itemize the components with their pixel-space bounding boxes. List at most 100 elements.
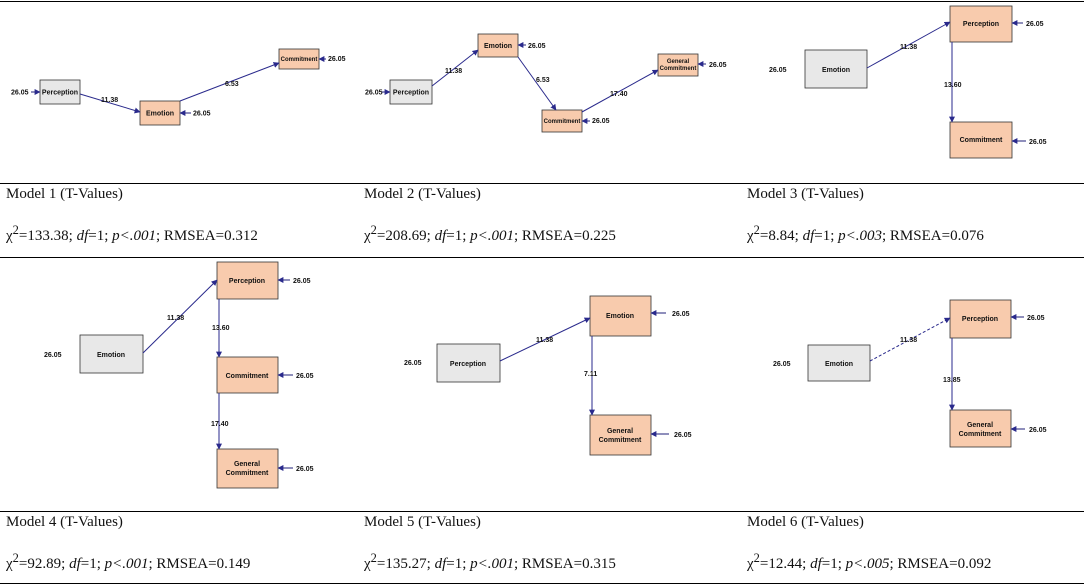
path-value: 11.38 <box>101 97 118 104</box>
path-perception-emotion <box>431 49 479 87</box>
node-general-commitment <box>657 53 699 77</box>
error-perception: 26.05 <box>1027 315 1045 322</box>
error-emotion: 26.05 <box>44 352 62 359</box>
model-4-title: Model 4 (T-Values) <box>6 514 123 530</box>
model-2-diagram: Perception 26.05 Emotion 26.05 Commitmen… <box>365 33 727 133</box>
node-perception <box>949 5 1013 43</box>
error-commitment: 26.05 <box>296 373 314 380</box>
error-emotion: 26.05 <box>769 67 787 74</box>
path-value: 17.40 <box>610 91 628 98</box>
path-emotion-commitment <box>517 56 557 111</box>
path-value: 11.38 <box>167 315 184 322</box>
error-commitment: 26.05 <box>592 118 610 125</box>
node-perception <box>949 299 1012 339</box>
node-emotion <box>804 49 868 89</box>
node-perception <box>436 343 501 383</box>
node-perception-label: Perception <box>42 90 78 97</box>
node-perception-label: Perception <box>229 278 265 285</box>
table-rule-row1 <box>0 183 1084 184</box>
path-commitment-general <box>581 69 659 113</box>
node-perception-label: Perception <box>962 316 998 323</box>
node-emotion-label: Emotion <box>606 313 634 320</box>
node-commitment-label: Commitment <box>960 137 1003 144</box>
model-6-caption: Model 6 (T-Values) χ2=12.44; df=1; p<.00… <box>747 514 991 573</box>
node-commitment-label: Commitment <box>281 57 318 63</box>
node-emotion <box>807 344 871 382</box>
error-general-commitment: 26.05 <box>296 466 314 473</box>
error-perception: 26.05 <box>293 278 311 285</box>
path-value: 11.38 <box>900 337 917 344</box>
error-perception: 26.05 <box>404 360 422 367</box>
model-3-stats: χ2=8.84; df=1; p<.003; RMSEA=0.076 <box>747 223 984 244</box>
error-general-commitment: 26.05 <box>709 62 727 69</box>
path-perception-emotion <box>79 93 141 114</box>
error-commitment: 26.05 <box>1029 139 1047 146</box>
path-emotion-perception <box>869 317 951 362</box>
path-value: 13.85 <box>943 377 961 384</box>
error-emotion: 26.05 <box>672 311 690 318</box>
path-emotion-perception <box>142 279 218 354</box>
node-commitment <box>949 121 1013 159</box>
node-emotion <box>589 295 652 337</box>
model-3-caption: Model 3 (T-Values) χ2=8.84; df=1; p<.003… <box>747 186 984 245</box>
model-1-stats: χ2=133.38; df=1; p<.001; RMSEA=0.312 <box>6 223 258 244</box>
node-general-commitment <box>216 448 279 489</box>
model-6-title: Model 6 (T-Values) <box>747 514 864 530</box>
error-perception: 26.05 <box>11 90 29 97</box>
error-general-commitment: 26.05 <box>674 432 692 439</box>
node-perception <box>389 79 433 105</box>
error-commitment: 26.05 <box>328 56 346 63</box>
model-4-stats: χ2=92.89; df=1; p<.001; RMSEA=0.149 <box>6 551 251 572</box>
node-emotion-label: Emotion <box>825 361 853 368</box>
model-5-caption: Model 5 (T-Values) χ2=135.27; df=1; p<.0… <box>364 514 616 573</box>
path-value: 11.38 <box>536 337 553 344</box>
model-2-stats: χ2=208.69; df=1; p<.001; RMSEA=0.225 <box>364 223 616 244</box>
model-3-title: Model 3 (T-Values) <box>747 186 864 202</box>
path-value: 7.11 <box>584 371 597 378</box>
model-5-title: Model 5 (T-Values) <box>364 514 481 530</box>
node-perception-label: Perception <box>450 361 486 368</box>
node-commitment <box>216 356 279 394</box>
model-1-caption: Model 1 (T-Values) χ2=133.38; df=1; p<.0… <box>6 186 258 245</box>
node-commitment-label: Commitment <box>544 119 581 125</box>
node-emotion <box>79 334 144 374</box>
path-value: 11.38 <box>445 68 462 75</box>
node-perception-label: Perception <box>963 21 999 28</box>
error-general-commitment: 26.05 <box>1029 427 1047 434</box>
model-3-diagram: Emotion 26.05 Perception 26.05 Commitmen… <box>769 5 1047 159</box>
table-rule-top <box>0 1 1084 2</box>
table-rule-middle <box>0 257 1084 258</box>
path-perception-emotion <box>499 317 591 362</box>
node-emotion-label: Emotion <box>146 111 174 118</box>
node-emotion-label: Emotion <box>97 352 125 359</box>
node-emotion-label: Emotion <box>484 43 512 50</box>
table-rule-bottom <box>0 583 1084 584</box>
error-perception: 26.05 <box>1026 21 1044 28</box>
error-emotion: 26.05 <box>528 43 546 50</box>
model-1-diagram: Perception 26.05 Emotion 26.05 Commitmen… <box>11 48 346 126</box>
table-rule-row2 <box>0 511 1084 512</box>
path-value: 11.38 <box>900 44 917 51</box>
path-value: 13.60 <box>944 82 962 89</box>
node-commitment-label: Commitment <box>226 373 269 380</box>
node-perception <box>39 79 81 105</box>
model-4-diagram: Emotion 26.05 Perception 26.05 Commitmen… <box>44 261 314 489</box>
model-4-caption: Model 4 (T-Values) χ2=92.89; df=1; p<.00… <box>6 514 250 573</box>
model-2-caption: Model 2 (T-Values) χ2=208.69; df=1; p<.0… <box>364 186 616 245</box>
path-value: 6.53 <box>225 81 239 88</box>
model-2-title: Model 2 (T-Values) <box>364 186 481 202</box>
path-value: 17.40 <box>211 421 229 428</box>
node-general-commitment <box>589 414 652 456</box>
node-emotion-label: Emotion <box>822 67 850 74</box>
error-perception: 26.05 <box>365 90 383 97</box>
error-emotion: 26.05 <box>773 361 791 368</box>
error-emotion: 26.05 <box>193 111 211 118</box>
path-emotion-perception <box>866 21 951 69</box>
node-general-commitment <box>949 409 1012 448</box>
